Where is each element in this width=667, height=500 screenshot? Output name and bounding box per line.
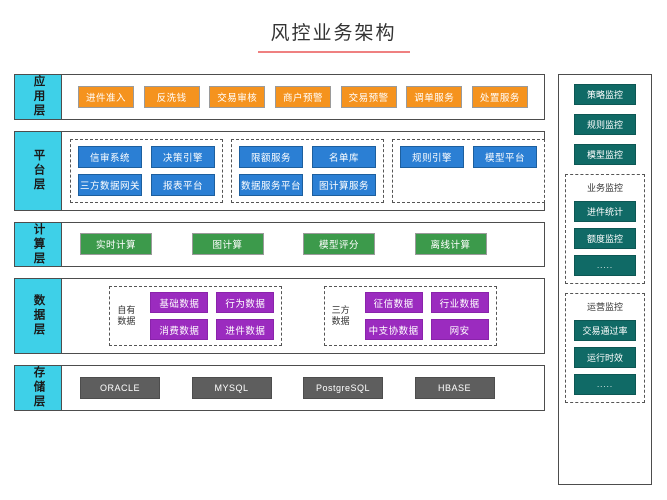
layer-platform: 平台层 信审系统 决策引擎 三方数据网关 报表平台 [14, 130, 545, 211]
layer-compute: 计算层 实时计算 图计算 模型评分 离线计算 [14, 221, 545, 267]
app-item-1[interactable]: 反洗钱 [143, 85, 200, 108]
layer-label-text: 平台层 [32, 148, 45, 193]
layer-label-data: 数据层 [15, 279, 62, 353]
layer-body-application: 进件准入 反洗钱 交易审核 商户预警 交易预警 调单服务 处置服务 [62, 75, 544, 119]
data-group-own-caption: 自有数据 [117, 305, 136, 326]
platform-group-2: 规则引擎 模型平台 [392, 138, 545, 203]
monitor-item-0[interactable]: 策略监控 [574, 84, 636, 105]
platform-item-1-2[interactable]: 数据服务平台 [239, 173, 303, 196]
layer-body-platform: 信审系统 决策引擎 三方数据网关 报表平台 限额服务 名单库 [62, 132, 553, 210]
layer-label-text: 计算层 [32, 222, 45, 267]
compute-item-1[interactable]: 图计算 [191, 233, 264, 256]
monitor-item-1[interactable]: 规则监控 [574, 114, 636, 135]
storage-item-0[interactable]: ORACLE [80, 376, 160, 399]
data-item-0-3[interactable]: 进件数据 [216, 319, 275, 340]
monitor-operations-item-0[interactable]: 交易通过率 [574, 320, 636, 341]
data-group-third-party-caption: 三方数据 [331, 305, 350, 326]
architecture-diagram: 应用层 进件准入 反洗钱 交易审核 商户预警 交易预警 调单服务 处置服务 平台… [0, 60, 667, 485]
platform-item-0-1[interactable]: 决策引擎 [151, 145, 215, 168]
data-item-0-0[interactable]: 基础数据 [150, 292, 209, 313]
compute-item-3[interactable]: 离线计算 [414, 233, 487, 256]
storage-item-2[interactable]: PostgreSQL [303, 376, 383, 399]
platform-item-0-3[interactable]: 报表平台 [151, 173, 215, 196]
app-item-0[interactable]: 进件准入 [78, 85, 134, 108]
layer-label-text: 存储层 [32, 366, 45, 410]
monitor-group-business-title: 业务监控 [586, 183, 623, 193]
platform-group-1: 限额服务 名单库 数据服务平台 图计算服务 [231, 138, 384, 203]
page-title-text: 风控业务架构 [270, 23, 397, 44]
platform-group-0: 信审系统 决策引擎 三方数据网关 报表平台 [70, 138, 223, 203]
app-item-4[interactable]: 交易预警 [340, 85, 397, 108]
compute-item-0[interactable]: 实时计算 [80, 233, 152, 256]
layer-label-compute: 计算层 [15, 222, 62, 267]
monitor-group-operations: 运营监控 交易通过率 运行时效 ..... [565, 293, 645, 403]
monitor-group-business: 业务监控 进件统计 额度监控 ..... [565, 174, 645, 284]
app-item-6[interactable]: 处置服务 [471, 85, 528, 108]
layer-body-storage: ORACLE MYSQL PostgreSQL HBASE [62, 366, 544, 410]
layer-label-storage: 存储层 [15, 366, 62, 410]
layer-storage: 存储层 ORACLE MYSQL PostgreSQL HBASE [14, 365, 545, 411]
platform-item-1-0[interactable]: 限额服务 [239, 145, 303, 168]
data-item-1-3[interactable]: 网安 [430, 319, 489, 340]
data-item-0-1[interactable]: 行为数据 [216, 292, 275, 313]
layer-label-platform: 平台层 [15, 131, 62, 210]
layer-data: 数据层 自有数据 基础数据 行为数据 消费数据 [14, 278, 545, 354]
monitor-business-item-0[interactable]: 进件统计 [574, 201, 636, 222]
layer-body-compute: 实时计算 图计算 模型评分 离线计算 [62, 223, 544, 267]
data-item-1-0[interactable]: 征信数据 [364, 292, 423, 313]
platform-item-1-1[interactable]: 名单库 [312, 145, 376, 168]
platform-group-2-spacer [400, 174, 464, 196]
data-group-own: 自有数据 基础数据 行为数据 消费数据 进件数据 [109, 286, 283, 346]
data-item-1-2[interactable]: 中支协数据 [364, 319, 423, 340]
monitor-business-item-more[interactable]: ..... [574, 255, 636, 276]
layer-label-text: 应用层 [32, 75, 45, 119]
app-item-5[interactable]: 调单服务 [406, 85, 463, 108]
data-group-third-party: 三方数据 征信数据 行业数据 中支协数据 网安 [323, 286, 497, 346]
layer-stack: 应用层 进件准入 反洗钱 交易审核 商户预警 交易预警 调单服务 处置服务 平台… [14, 74, 545, 422]
monitoring-panel: 策略监控 规则监控 模型监控 业务监控 进件统计 额度监控 ..... 运营监控… [558, 74, 652, 485]
title-underline [257, 51, 410, 53]
platform-item-2-0[interactable]: 规则引擎 [400, 145, 464, 168]
app-item-2[interactable]: 交易审核 [209, 85, 266, 108]
layer-application: 应用层 进件准入 反洗钱 交易审核 商户预警 交易预警 调单服务 处置服务 [14, 74, 545, 120]
platform-item-0-2[interactable]: 三方数据网关 [78, 173, 142, 196]
layer-label-text: 数据层 [32, 294, 45, 338]
monitor-operations-item-1[interactable]: 运行时效 [574, 347, 636, 368]
platform-item-2-1[interactable]: 模型平台 [473, 145, 537, 168]
page-title: 风控业务架构 [0, 22, 667, 53]
data-item-0-2[interactable]: 消费数据 [150, 319, 209, 340]
data-item-1-1[interactable]: 行业数据 [430, 292, 489, 313]
storage-item-1[interactable]: MYSQL [191, 376, 272, 399]
monitor-group-operations-title: 运营监控 [586, 302, 623, 312]
platform-item-1-3[interactable]: 图计算服务 [312, 173, 376, 196]
compute-item-2[interactable]: 模型评分 [303, 233, 375, 256]
platform-item-0-0[interactable]: 信审系统 [78, 145, 142, 168]
monitor-item-2[interactable]: 模型监控 [574, 144, 636, 165]
monitor-operations-item-more[interactable]: ..... [574, 374, 636, 395]
layer-body-data: 自有数据 基础数据 行为数据 消费数据 进件数据 [62, 279, 544, 353]
layer-label-application: 应用层 [15, 75, 62, 119]
storage-item-3[interactable]: HBASE [414, 376, 495, 399]
monitor-business-item-1[interactable]: 额度监控 [574, 228, 636, 249]
app-item-3[interactable]: 商户预警 [274, 85, 331, 108]
